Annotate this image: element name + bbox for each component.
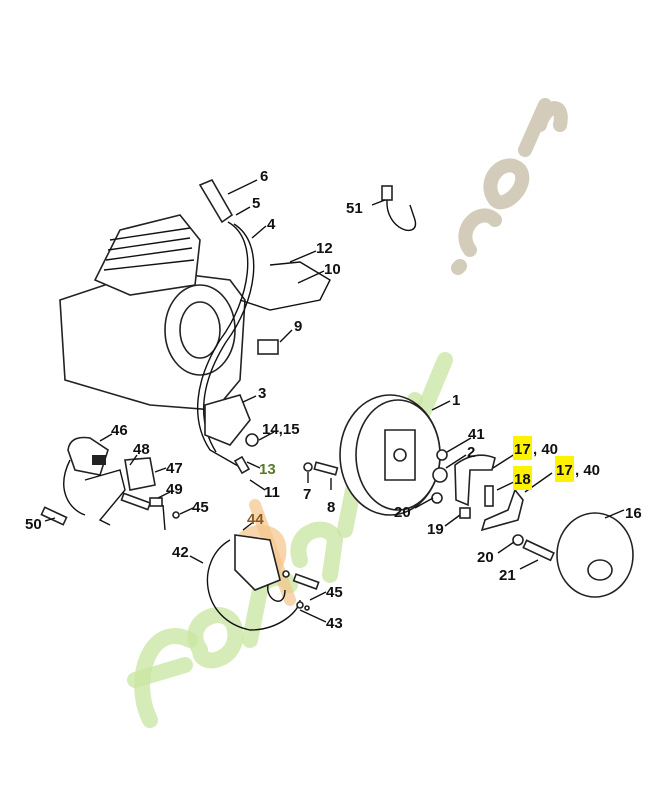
label-13: 13 <box>259 461 276 478</box>
label-46: 46 <box>111 422 128 439</box>
label-40-a: , 40 <box>533 441 558 458</box>
label-44: 44 <box>247 511 264 528</box>
label-40-b: , 40 <box>575 462 600 479</box>
label-49: 49 <box>166 481 183 498</box>
ignition-lead <box>196 178 331 475</box>
label-50: 50 <box>25 516 42 533</box>
label-9: 9 <box>294 318 302 335</box>
label-17-a: 17 <box>514 441 531 458</box>
label-14-15: 14,15 <box>262 421 300 438</box>
label-4: 4 <box>267 216 276 233</box>
label-41: 41 <box>468 426 485 443</box>
label-45-b: 45 <box>326 584 343 601</box>
label-2: 2 <box>467 444 475 461</box>
label-17-b: 17 <box>556 462 573 479</box>
label-51: 51 <box>346 200 363 217</box>
highlight-17b <box>555 456 574 482</box>
label-8: 8 <box>327 499 335 516</box>
label-21: 21 <box>499 567 516 584</box>
clutch-assembly <box>431 449 634 598</box>
engine-crankcase <box>59 214 246 411</box>
label-42: 42 <box>172 544 189 561</box>
label-11: 11 <box>264 484 280 501</box>
label-12: 12 <box>316 240 333 257</box>
highlight-18 <box>513 466 532 490</box>
label-43: 43 <box>326 615 343 632</box>
part-51-hose <box>381 185 417 231</box>
label-45-a: 45 <box>192 499 209 516</box>
label-47: 47 <box>166 460 183 477</box>
bolt-7-8 <box>303 461 339 476</box>
label-6: 6 <box>260 168 268 185</box>
label-3: 3 <box>258 385 266 402</box>
label-10: 10 <box>324 261 341 278</box>
label-5: 5 <box>252 195 260 212</box>
watermark-logo <box>127 98 568 728</box>
highlight-17a <box>513 436 532 460</box>
label-20-b: 20 <box>477 549 494 566</box>
callout-labels: 6 5 4 12 10 9 3 51 1 41 2 17 , 40 18 17 … <box>25 168 642 632</box>
label-19: 19 <box>427 521 444 538</box>
label-1: 1 <box>452 392 460 409</box>
ignition-module-42 <box>206 534 320 631</box>
module-46-50 <box>40 436 180 531</box>
flywheel <box>339 394 441 516</box>
label-48: 48 <box>133 441 150 458</box>
label-18: 18 <box>514 471 531 488</box>
label-7: 7 <box>303 486 311 503</box>
label-20-a: 20 <box>394 504 411 521</box>
label-16: 16 <box>625 505 642 522</box>
